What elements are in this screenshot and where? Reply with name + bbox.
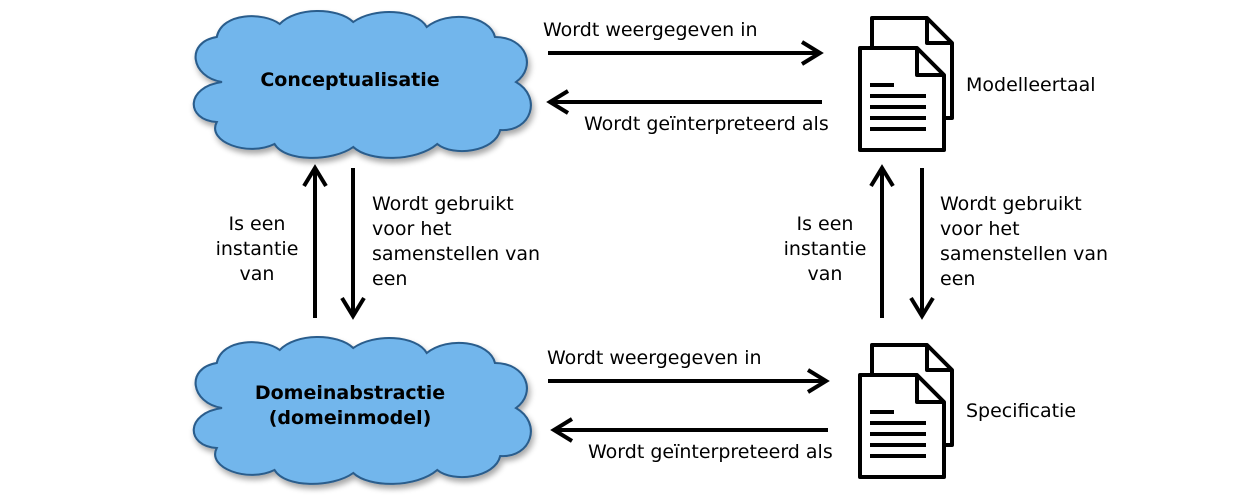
label-line: Is een bbox=[228, 213, 286, 235]
node-conceptualisation-label: Conceptualisatie bbox=[260, 69, 440, 91]
documents-icon bbox=[858, 343, 954, 479]
node-domain-abstraction-label: Domeinabstractie (domeinmodel) bbox=[200, 381, 500, 431]
label-line: een bbox=[372, 268, 408, 290]
arrow-bottom-right bbox=[548, 368, 830, 394]
node-specification-label: Specificatie bbox=[966, 400, 1077, 422]
arrow-top-left bbox=[546, 89, 822, 115]
arrow-bottom-left bbox=[550, 417, 828, 443]
label-line: samenstellen van bbox=[372, 243, 541, 265]
label-line: instantie bbox=[783, 238, 867, 260]
label-left-up: Is een instantie van bbox=[212, 212, 302, 287]
label-line: een bbox=[940, 268, 976, 290]
label-bottom-left: Wordt geïnterpreteerd als bbox=[588, 441, 833, 463]
node-modelling-language-label: Modelleertaal bbox=[966, 74, 1096, 96]
label-line: Wordt gebruikt bbox=[372, 193, 514, 215]
label-line: voor het bbox=[372, 218, 452, 240]
label-line: van bbox=[807, 263, 843, 285]
node-domain-abstraction-line2: (domeinmodel) bbox=[268, 407, 432, 429]
label-right-up: Is een instantie van bbox=[780, 212, 870, 287]
label-line: samenstellen van bbox=[940, 243, 1109, 265]
arrow-right-up bbox=[869, 164, 895, 318]
arrow-right-down bbox=[909, 168, 935, 320]
label-right-down: Wordt gebruikt voor het samenstellen van… bbox=[940, 192, 1108, 292]
label-bottom-right: Wordt weergegeven in bbox=[547, 347, 762, 369]
arrow-top-right bbox=[548, 40, 824, 66]
arrow-left-up bbox=[302, 164, 328, 318]
label-line: instantie bbox=[215, 238, 299, 260]
label-top-left: Wordt geïnterpreteerd als bbox=[584, 113, 829, 135]
documents-icon bbox=[858, 16, 954, 152]
label-line: van bbox=[239, 263, 275, 285]
arrow-left-down bbox=[340, 168, 366, 320]
label-left-down: Wordt gebruikt voor het samenstellen van… bbox=[372, 192, 540, 292]
label-line: Is een bbox=[796, 213, 854, 235]
label-line: Wordt gebruikt bbox=[940, 193, 1082, 215]
label-line: voor het bbox=[940, 218, 1020, 240]
label-top-right: Wordt weergegeven in bbox=[543, 19, 758, 41]
node-domain-abstraction-line1: Domeinabstractie bbox=[254, 382, 446, 404]
